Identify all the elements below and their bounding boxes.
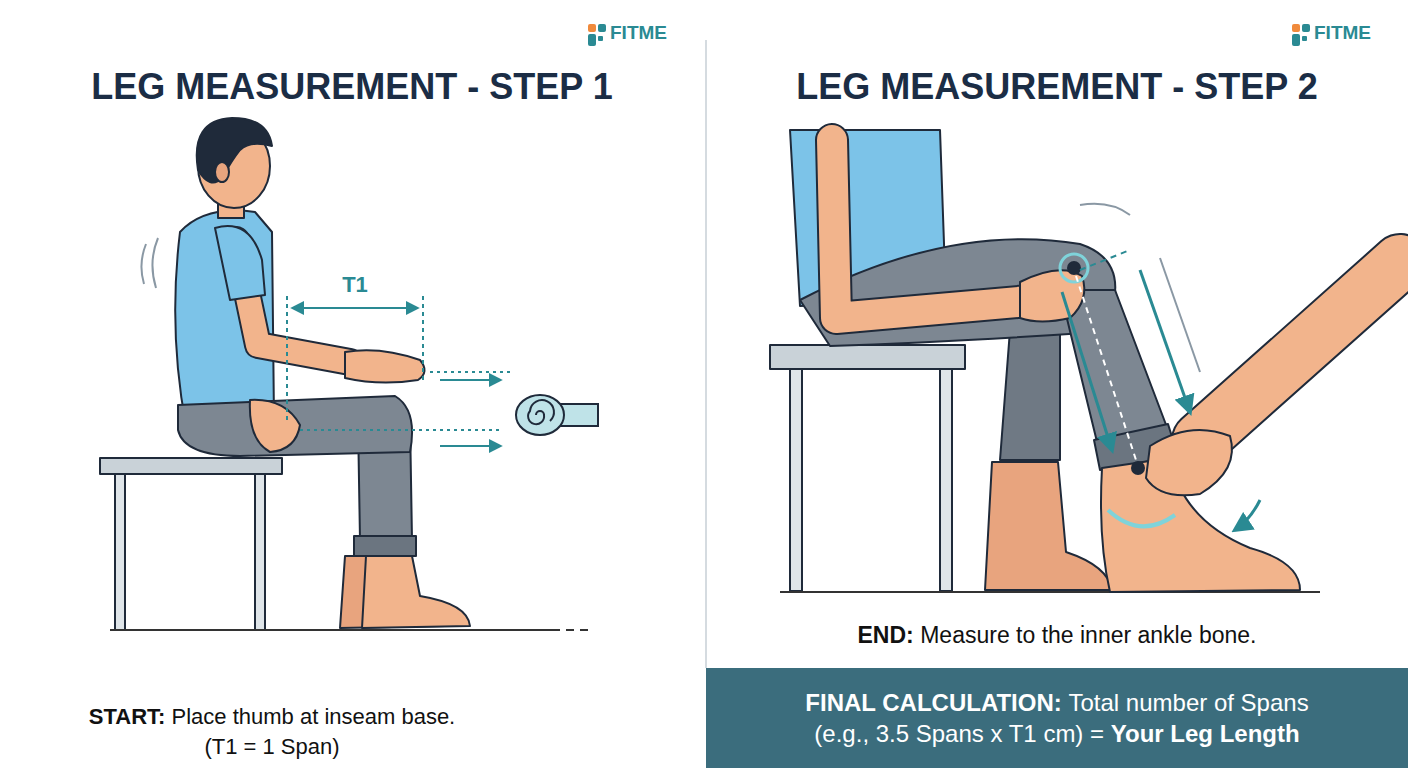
- motion-marks: [141, 238, 158, 288]
- brand-logo-group: FITME: [610, 22, 667, 44]
- instruction-text: START:: [89, 704, 166, 729]
- logo-icon: [1292, 24, 1310, 46]
- dimension-label-group: T1: [342, 272, 368, 298]
- divider: [705, 40, 707, 668]
- panel-heading: LEG MEASUREMENT - STEP 2: [796, 66, 1317, 107]
- band-text: Your Leg Length: [1111, 720, 1300, 747]
- logo-icon: [588, 24, 606, 46]
- t1-dimension: [287, 296, 510, 446]
- brand-logo: FITME: [1314, 22, 1371, 43]
- panel-heading-group: LEG MEASUREMENT - STEP 2: [796, 66, 1317, 108]
- leg-closeup: [770, 130, 1400, 592]
- measure-markers: [1060, 204, 1260, 530]
- instruction-text: (T1 = 1 Span): [204, 734, 339, 759]
- band-text: (e.g., 3.5 Spans x T1 cm) =: [814, 720, 1104, 747]
- instruction-text: END:: [858, 622, 914, 648]
- brand-logo-group: FITME: [1314, 22, 1371, 44]
- band-line: (e.g., 3.5 Spans x T1 cm) = Your Leg Leng…: [814, 718, 1299, 749]
- instruction-text-group: START:Place thumb at inseam base.: [89, 704, 455, 730]
- brand-logo: FITME: [610, 22, 667, 43]
- panel-heading: LEG MEASUREMENT - STEP 1: [91, 66, 612, 107]
- instruction-text-group: (T1 = 1 Span): [204, 734, 339, 760]
- band-text: FINAL CALCULATION:: [805, 689, 1061, 716]
- instruction-text: Measure to the inner ankle bone.: [920, 622, 1256, 648]
- band-line: FINAL CALCULATION: Total number of Spans: [805, 687, 1308, 718]
- seated-person: [100, 118, 590, 630]
- result-band: FINAL CALCULATION:Total number of Spans(…: [706, 668, 1408, 768]
- dimension-label: T1: [342, 272, 368, 297]
- tape-measure: [516, 395, 598, 435]
- band-text: Total number of Spans: [1068, 689, 1308, 716]
- panel-heading-group: LEG MEASUREMENT - STEP 1: [91, 66, 612, 108]
- instruction-text-group: END:Measure to the inner ankle bone.: [858, 622, 1257, 649]
- instruction-text: Place thumb at inseam base.: [172, 704, 456, 729]
